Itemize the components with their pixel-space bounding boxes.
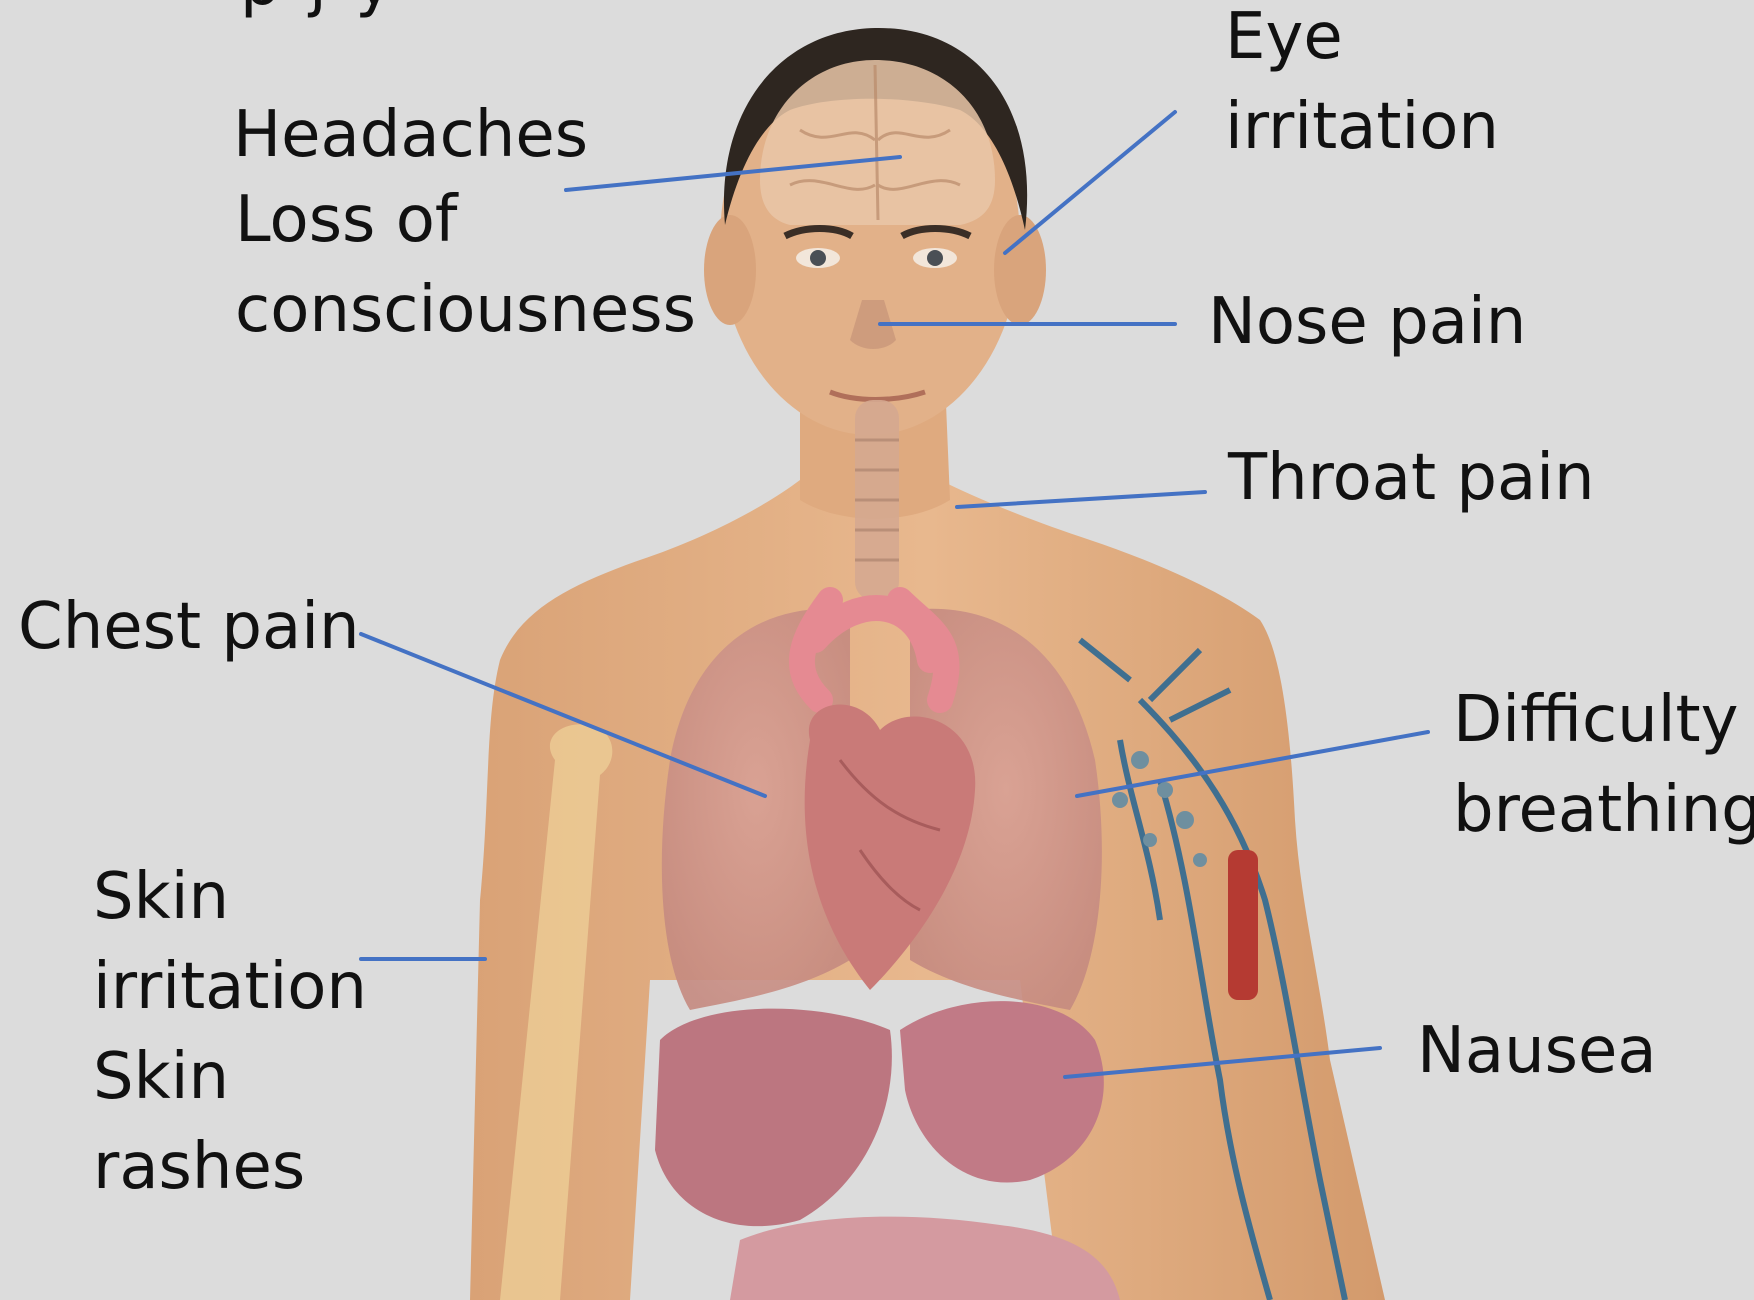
- label-skin-rashes: Skin rashes: [93, 1032, 305, 1212]
- label-nose-pain: Nose pain: [1208, 277, 1526, 367]
- title-fragment: p j y: [240, 0, 397, 28]
- throat-pain-pointer: [957, 492, 1205, 507]
- label-skin-irritation: Skin irritation: [93, 852, 367, 1032]
- eye-irritation-pointer: [1005, 112, 1175, 253]
- label-eye-irritation: Eye irritation: [1225, 0, 1499, 172]
- label-nausea: Nausea: [1417, 1006, 1657, 1096]
- left-ear: [704, 215, 756, 325]
- label-throat-pain: Throat pain: [1228, 433, 1595, 523]
- label-headaches: Headaches: [233, 90, 588, 180]
- label-difficulty-breathing: Difficulty breathing: [1453, 675, 1754, 855]
- label-chest-pain: Chest pain: [18, 582, 360, 672]
- liver-shape: [655, 1009, 892, 1227]
- artery-segment: [1228, 850, 1258, 1000]
- label-loss-of-consciousness: Loss of consciousness: [235, 175, 696, 355]
- right-ear: [994, 215, 1046, 325]
